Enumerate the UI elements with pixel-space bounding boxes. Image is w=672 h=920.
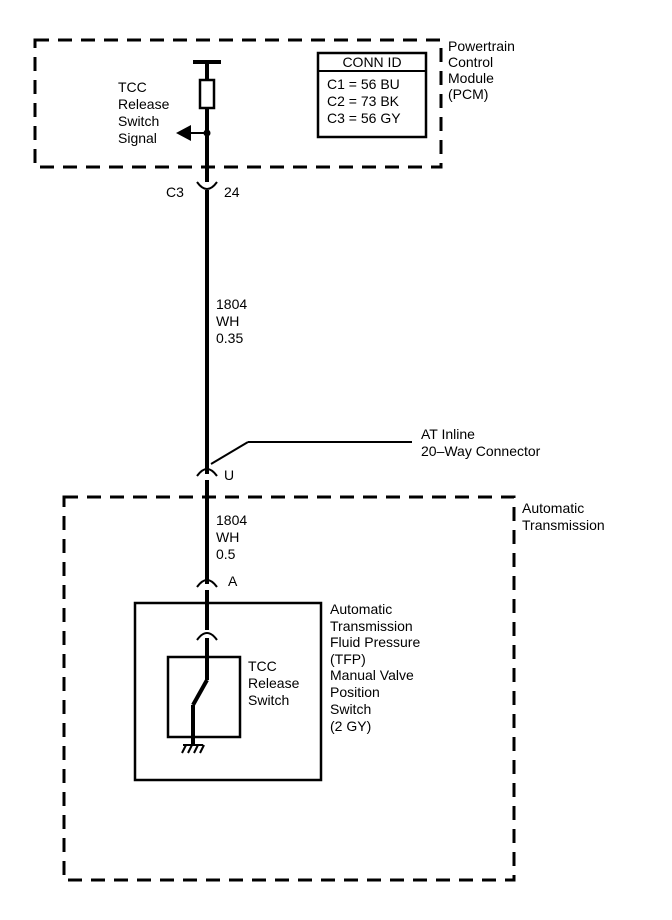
wire-upper-label-line: WH <box>216 313 239 329</box>
wire-lower-label-line: WH <box>216 529 239 545</box>
inline-connector-label-line: AT Inline <box>421 426 475 442</box>
pcm-label-line: (PCM) <box>448 86 488 102</box>
pcm-label-line: Control <box>448 54 493 70</box>
connector-c3: C3 24 <box>166 181 240 200</box>
tfp-label-line: (TFP) <box>330 651 366 667</box>
tcc-switch-label-line: Switch <box>248 692 289 708</box>
wire-lower-label-line: 0.5 <box>216 546 236 562</box>
ground-tick <box>193 744 199 754</box>
conn-id-row: C3 = 56 GY <box>327 110 401 126</box>
tfp-label-line: Automatic <box>330 601 392 617</box>
signal-arrow-icon <box>176 125 191 141</box>
tfp-label-line: Switch <box>330 701 371 717</box>
conn-id-table-border <box>316 51 428 139</box>
tcc-switch-label-line: TCC <box>248 658 277 674</box>
switch-blade-icon <box>191 679 209 706</box>
tcc-signal-label-line: TCC <box>118 79 147 95</box>
tfp-label-line: (2 GY) <box>330 718 371 734</box>
pullup-resistor <box>198 78 216 110</box>
tcc-switch-label: TCC Release Switch <box>248 658 300 708</box>
connector-a-pin: A <box>228 573 238 589</box>
pcm-boundary <box>33 38 443 169</box>
tcc-signal-label-line: Signal <box>118 130 157 146</box>
transmission-label-line: Transmission <box>522 517 605 533</box>
tfp-label-line: Manual Valve <box>330 667 414 683</box>
tcc-switch-box <box>166 655 242 739</box>
inline-connector-cup <box>196 468 218 477</box>
tfp-label-line: Fluid Pressure <box>330 634 420 650</box>
pcm-label-line: Powertrain <box>448 38 515 54</box>
connector-a: A <box>196 573 238 589</box>
chassis-ground-icon <box>181 744 205 754</box>
internal-connector-cup <box>196 632 218 641</box>
tfp-label-line: Transmission <box>330 618 413 634</box>
inline-connector: U AT Inline 20–Way Connector <box>196 426 541 483</box>
pcm-pullup-circuit <box>176 60 221 182</box>
transmission-boundary <box>62 495 516 882</box>
wire-upper-label-line: 1804 <box>216 296 247 312</box>
conn-id-header: CONN ID <box>342 54 401 70</box>
inline-connector-leader <box>210 441 249 465</box>
pcm-label-line: Module <box>448 70 494 86</box>
wire-upper-label-line: 0.35 <box>216 330 243 346</box>
tfp-label-line: Position <box>330 684 380 700</box>
tcc-switch-label-line: Release <box>248 675 300 691</box>
ground-tick <box>199 744 205 754</box>
tcc-signal-label-line: Release <box>118 96 170 112</box>
connector-c3-pin: 24 <box>224 184 240 200</box>
conn-id-table: CONN ID C1 = 56 BU C2 = 73 BK C3 = 56 GY <box>316 51 428 139</box>
ground-tick <box>181 744 187 754</box>
wire-lower-label: 1804 WH 0.5 <box>216 512 247 562</box>
connector-a-cup <box>196 579 218 588</box>
tcc-signal-label: TCC Release Switch Signal <box>118 79 170 146</box>
tfp-switch-box <box>133 601 323 782</box>
ground-tick <box>187 744 193 754</box>
conn-id-row: C2 = 73 BK <box>327 93 400 109</box>
connector-c3-cup <box>196 181 218 190</box>
wire-upper-label: 1804 WH 0.35 <box>216 296 247 346</box>
pcm-label: Powertrain Control Module (PCM) <box>448 38 515 102</box>
transmission-label-line: Automatic <box>522 500 584 516</box>
tcc-signal-label-line: Switch <box>118 113 159 129</box>
inline-connector-pin: U <box>224 467 234 483</box>
wire-lower-label-line: 1804 <box>216 512 247 528</box>
conn-id-row: C1 = 56 BU <box>327 76 400 92</box>
transmission-label: Automatic Transmission <box>522 500 605 533</box>
connector-c3-name: C3 <box>166 184 184 200</box>
tfp-switch-label: Automatic Transmission Fluid Pressure (T… <box>330 601 420 734</box>
inline-connector-label-line: 20–Way Connector <box>421 443 541 459</box>
